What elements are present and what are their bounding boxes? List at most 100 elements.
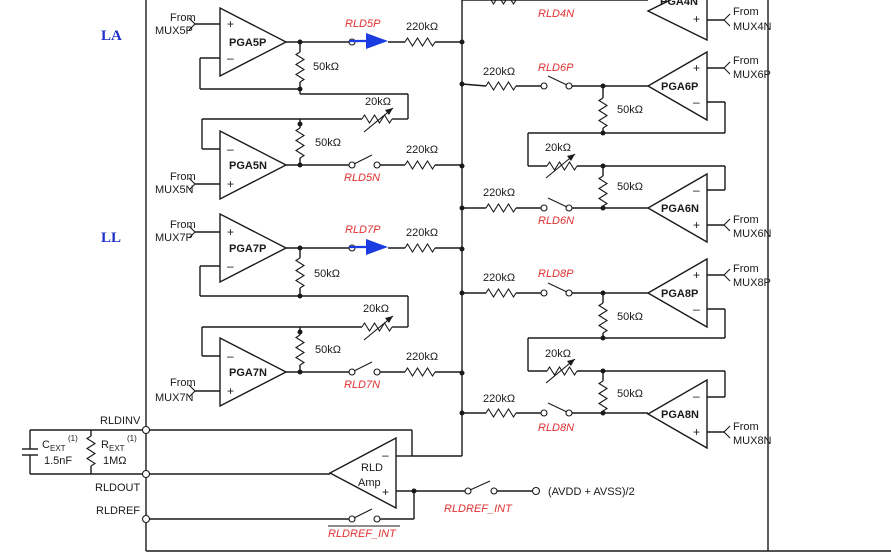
pga5n-50k-label: 50kΩ: [315, 137, 341, 149]
pin-rldinv: RLDINV: [100, 415, 151, 435]
svg-text:–: –: [227, 259, 234, 273]
switch-label-rld6n: RLD6N: [538, 215, 574, 227]
mux6p-label: MUX6P: [733, 69, 771, 81]
pga5p-block: + – PGA5P 50kΩ RLD5P 220kΩ From MUX5P: [155, 6, 462, 112]
pga6n-50k-label: 50kΩ: [617, 181, 643, 193]
svg-text:+: +: [693, 268, 700, 282]
pot-ll-20k-label: 20kΩ: [363, 303, 389, 315]
switch-label-rld5p: RLD5P: [345, 18, 381, 30]
rext-sub: EXT: [109, 444, 125, 453]
svg-text:–: –: [227, 51, 234, 65]
switch-label-rldref-int-bar: RLDREF_INT: [328, 528, 397, 540]
rld-amp-label-1: RLD: [361, 462, 383, 474]
pin-rldref-label: RLDREF: [96, 505, 140, 517]
pga7n-block: – + PGA7N 50kΩ 220kΩ RLD7N From MUX7N: [155, 327, 462, 408]
mux5p-label: MUX5P: [155, 25, 193, 37]
mux8p-label: MUX8P: [733, 277, 771, 289]
mux4n-label: MUX4N: [733, 21, 772, 33]
supply-label: (AVDD + AVSS)/2: [548, 486, 635, 498]
svg-text:+: +: [227, 17, 234, 31]
ll-label: LL: [101, 230, 121, 246]
svg-text:+: +: [382, 485, 389, 499]
pga8n-amp: [646, 378, 708, 450]
pga6p-amp: [646, 50, 708, 122]
switch-label-rld7p: RLD7P: [345, 224, 381, 236]
cext-sub: EXT: [50, 444, 66, 453]
svg-text:+: +: [693, 12, 700, 26]
switch-label-rld8p: RLD8P: [538, 268, 574, 280]
pga6n-label: PGA6N: [661, 203, 699, 215]
from-label-7n: From: [170, 377, 196, 389]
svg-text:–: –: [227, 142, 234, 156]
from-label-4n: From: [733, 6, 759, 18]
pga7p-label: PGA7P: [229, 243, 266, 255]
svg-text:+: +: [693, 425, 700, 439]
rld-amp-label-2: Amp: [358, 477, 381, 489]
from-label-7p: From: [170, 219, 196, 231]
pot-la-20k-label: 20kΩ: [365, 96, 391, 108]
rext-value: 1MΩ: [103, 455, 127, 467]
switch-label-rld5n: RLD5N: [344, 172, 380, 184]
svg-text:+: +: [693, 218, 700, 232]
switch-label-rld8n: RLD8N: [538, 422, 574, 434]
pot-20k-ll: 20kΩ: [201, 303, 409, 356]
pga4n-amp: [646, 0, 708, 42]
switch-label-rld4n: RLD4N: [538, 8, 574, 20]
pga7p-amp: [219, 212, 288, 284]
pga7p-50k-label: 50kΩ: [314, 268, 340, 280]
cext-value: 1.5nF: [44, 455, 72, 467]
pga6p-block: + – PGA6P 50kΩ 220kΩ RLD6P From MUX6P: [461, 50, 771, 136]
switch-label-rldref-int: RLDREF_INT: [444, 503, 513, 515]
pga7p-220k-label: 220kΩ: [406, 227, 438, 239]
svg-text:–: –: [227, 349, 234, 363]
mux8n-label: MUX8N: [733, 435, 772, 447]
svg-text:+: +: [227, 177, 234, 191]
pga5n-block: – + PGA5N 50kΩ 220kΩ RLD5N From MUX5N: [155, 119, 462, 201]
pga7n-label: PGA7N: [229, 367, 267, 379]
external-rc: C EXT (1) 1.5nF R EXT (1) 1MΩ: [22, 429, 142, 475]
svg-text:+: +: [227, 225, 234, 239]
pga4n-label: PGA4N: [660, 0, 698, 8]
mux7p-label: MUX7P: [155, 232, 193, 244]
pga4n-block: + PGA4N RLD4N From MUX4N: [462, 0, 772, 42]
pga8n-220k-label: 220kΩ: [483, 393, 515, 405]
svg-text:–: –: [693, 95, 700, 109]
pga5p-220k-label: 220kΩ: [406, 21, 438, 33]
pga5p-label: PGA5P: [229, 37, 266, 49]
pga7p-block: + – PGA7P 50kΩ RLD7P 220kΩ From MUX7P: [155, 212, 462, 320]
svg-text:+: +: [693, 61, 700, 75]
pot-right-lower-20k-label: 20kΩ: [545, 348, 571, 360]
from-label-6n: From: [733, 214, 759, 226]
pin-rldref: RLDREF: [96, 505, 151, 524]
from-label-8p: From: [733, 263, 759, 275]
pga5n-label: PGA5N: [229, 160, 267, 172]
mux7n-label: MUX7N: [155, 392, 194, 404]
switch-label-rld6p: RLD6P: [538, 62, 574, 74]
pga6n-220k-label: 220kΩ: [483, 187, 515, 199]
svg-text:–: –: [693, 389, 700, 403]
from-label-5n: From: [170, 171, 196, 183]
pga7n-50k-label: 50kΩ: [315, 344, 341, 356]
pga8p-50k-label: 50kΩ: [617, 311, 643, 323]
cext-note: (1): [68, 434, 78, 443]
pga8n-label: PGA8N: [661, 409, 699, 421]
pga8n-block: 50kΩ – + PGA8N 220kΩ RLD8N From MUX8N: [462, 368, 772, 450]
pin-rldinv-label: RLDINV: [100, 415, 141, 427]
from-label-8n: From: [733, 421, 759, 433]
svg-text:–: –: [693, 183, 700, 197]
mux5n-label: MUX5N: [155, 184, 194, 196]
pga8n-50k-label: 50kΩ: [617, 388, 643, 400]
pga5p-50k-label: 50kΩ: [313, 61, 339, 73]
svg-text:–: –: [382, 448, 389, 462]
pga8p-label: PGA8P: [661, 288, 698, 300]
pga5p-amp: [219, 6, 288, 78]
pin-rldout-label: RLDOUT: [95, 482, 141, 494]
rld-amp: [328, 436, 397, 510]
switch-label-rld7n: RLD7N: [344, 379, 380, 391]
pga5n-amp: [219, 129, 288, 201]
la-label: LA: [101, 28, 122, 44]
pga6p-label: PGA6P: [661, 81, 698, 93]
pga6p-220k-label: 220kΩ: [483, 66, 515, 78]
chip-boundary: [145, 0, 891, 552]
